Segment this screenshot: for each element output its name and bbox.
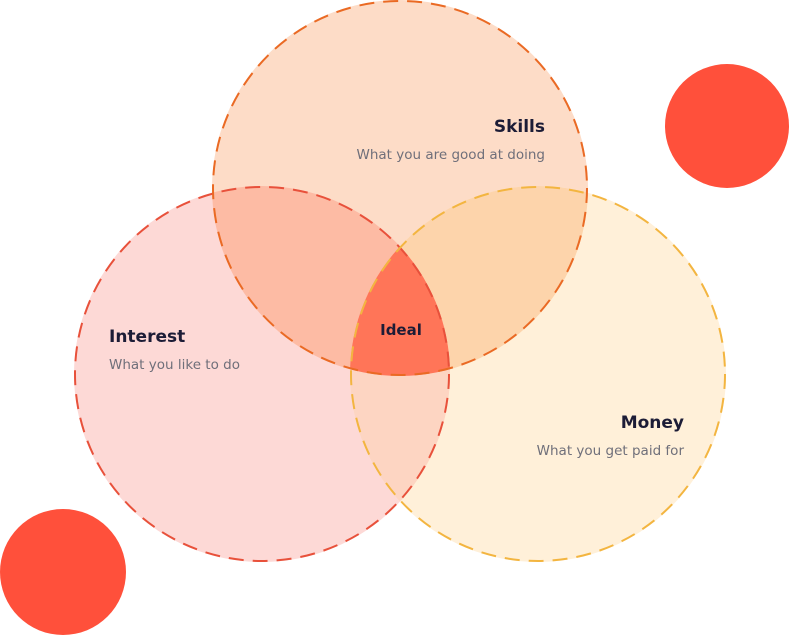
interest-description: What you like to do [109,357,240,373]
decor-dot-bottom-left [0,509,126,635]
skills-title: Skills [494,117,545,137]
decor-dot-top-right [665,64,789,188]
money-description: What you get paid for [537,443,685,459]
ideal-label: Ideal [380,321,422,339]
money-outline [350,186,726,562]
money-title: Money [621,413,684,433]
interest-outline [74,186,450,562]
interest-title: Interest [109,327,185,347]
skills-description: What you are good at doing [357,147,546,163]
skills-outline [212,0,588,376]
